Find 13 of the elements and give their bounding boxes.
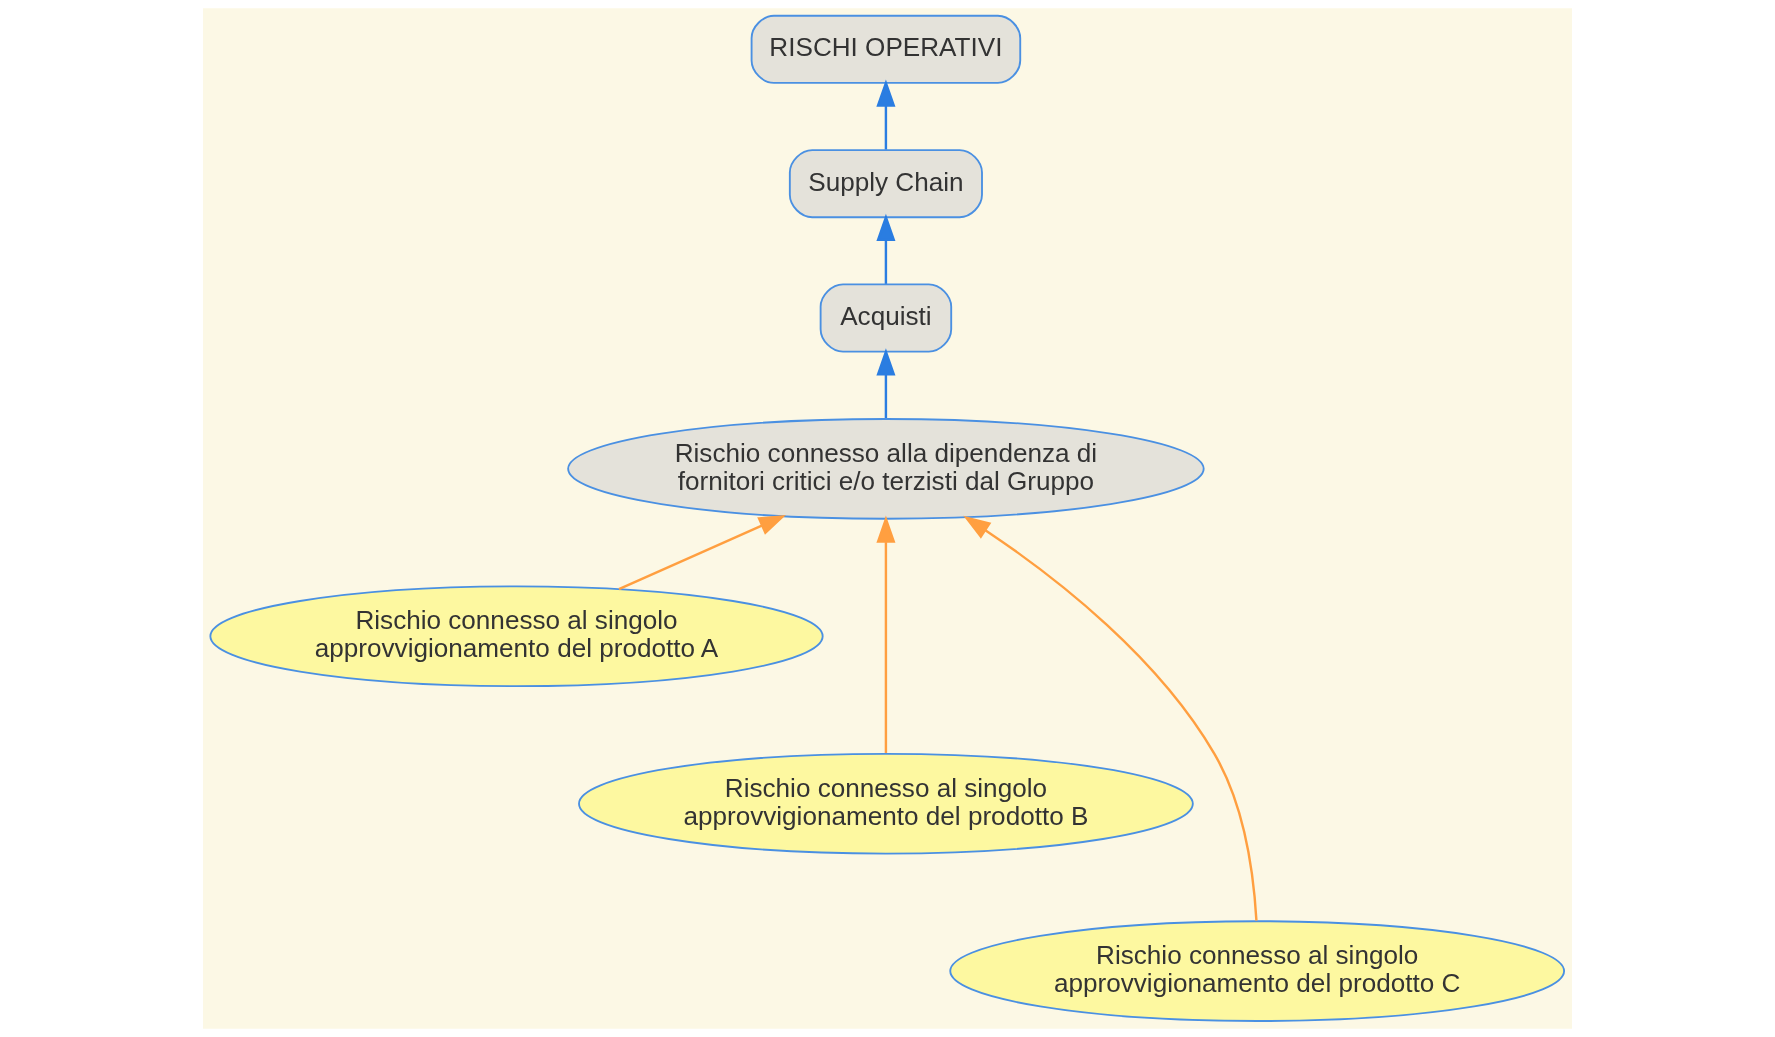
arrow [876, 348, 896, 418]
node-ellipse: Rischio connesso al singolo approvvigionamento del prodotto B [578, 752, 1194, 855]
node-ellipse: Rischio connesso al singolo approvvigionamento del prodotto C [949, 920, 1566, 1022]
node-ellipse: Rischio connesso al singolo approvvigionamento del prodotto A [209, 585, 824, 688]
arrow [618, 514, 787, 591]
arrow [963, 515, 1258, 921]
node-box: Supply Chain [788, 149, 983, 219]
node-box: RISCHI OPERATIVI [750, 14, 1022, 84]
arrow [876, 213, 896, 284]
node-box: Acquisti [819, 283, 953, 353]
node-ellipse: Rischio connesso alla dipendenza di fornitori critici e/o terzisti dal Gruppo [567, 418, 1205, 520]
arrow [876, 79, 896, 150]
arrow [876, 515, 896, 753]
